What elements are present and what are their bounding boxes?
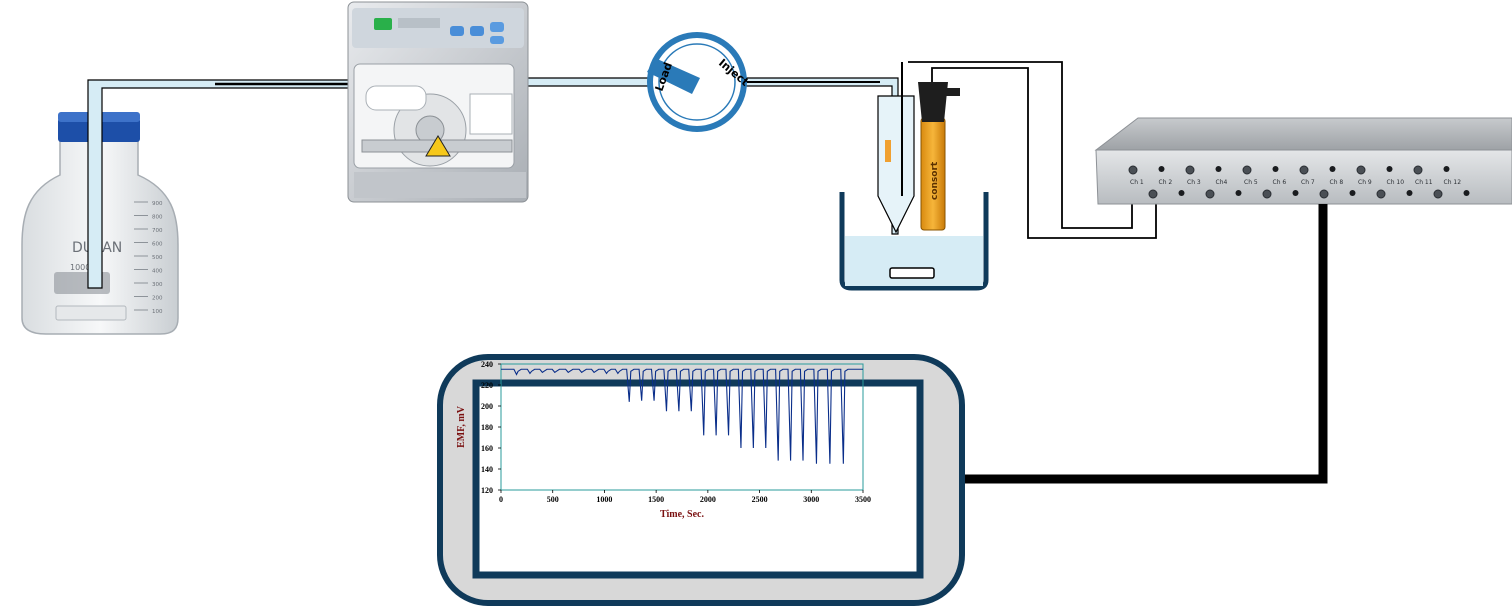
jack-port: [1463, 190, 1470, 196]
channel-label: Ch 12: [1444, 179, 1462, 186]
x-tick-label: 500: [547, 495, 559, 504]
channel-label: Ch 9: [1358, 179, 1372, 186]
y-tick-label: 240: [481, 360, 493, 369]
graduation-label: 700: [152, 228, 163, 234]
y-tick-label: 180: [481, 423, 493, 432]
bottle-graduations: 900 800 700 600 500 400 300 200 100: [134, 201, 163, 315]
pump-button: [450, 26, 464, 36]
graduation-label: 600: [152, 242, 163, 248]
graduation-label: 300: [152, 282, 163, 288]
channel-label: Ch 1: [1130, 179, 1144, 186]
detection-cell: consort: [839, 61, 1157, 291]
bnc-port: [1433, 189, 1443, 199]
graduation-label: 400: [152, 269, 163, 275]
bnc-port: [1319, 189, 1329, 199]
y-tick-label: 120: [481, 486, 493, 495]
channel-label: Ch 5: [1244, 179, 1258, 186]
multichannel-meter: Ch 1 Ch 2 Ch 3 Ch4 Ch 5 Ch 6 Ch 7 Ch 8 Ch 9 Ch 10…: [1094, 117, 1512, 205]
pump-button: [470, 26, 484, 36]
pump-button: [490, 22, 504, 32]
monitor: [437, 354, 965, 606]
x-tick-label: 1500: [648, 495, 664, 504]
beaker: [839, 192, 989, 291]
bottle-volume: 1000: [70, 263, 90, 272]
x-tick-label: 3500: [855, 495, 871, 504]
channel-label: Ch 6: [1273, 179, 1287, 186]
graduation-label: 900: [152, 201, 163, 207]
jack-port: [1349, 190, 1356, 196]
pump-display: [374, 18, 392, 30]
data-cable: [962, 204, 1328, 484]
y-axis-label: EMF, mV: [456, 405, 467, 448]
meter-ports: [1128, 165, 1470, 199]
bnc-port: [1148, 189, 1158, 199]
pump-button: [490, 36, 504, 44]
monitor-screen: [472, 379, 924, 579]
x-axis-label: Time, Sec.: [660, 509, 704, 520]
bnc-port: [1356, 165, 1366, 175]
peristaltic-pump: [347, 1, 529, 203]
channel-label: Ch 2: [1159, 179, 1173, 186]
emf-trace: [501, 368, 863, 464]
bnc-port: [1262, 189, 1272, 199]
bnc-port: [1413, 165, 1423, 175]
jack-port: [1215, 166, 1222, 172]
x-tick-label: 2500: [752, 495, 768, 504]
jack-port: [1386, 166, 1393, 172]
jack-port: [1292, 190, 1299, 196]
electrode-brand: consort: [930, 161, 940, 200]
jack-port: [1235, 190, 1242, 196]
channel-label: Ch 3: [1187, 179, 1201, 186]
meter-channel-labels: Ch 1 Ch 2 Ch 3 Ch4 Ch 5 Ch 6 Ch 7 Ch 8 Ch 9 Ch 10…: [1130, 179, 1461, 186]
y-axis-ticks: 120 140 160 180 200 220 240: [481, 360, 501, 495]
jack-port: [1178, 190, 1185, 196]
warning-icon: [425, 135, 451, 157]
y-tick-label: 140: [481, 465, 493, 474]
electrode-lead-1: [931, 67, 1157, 239]
y-tick-label: 200: [481, 402, 493, 411]
x-tick-label: 0: [499, 495, 503, 504]
jack-port: [1272, 166, 1279, 172]
x-tick-label: 2000: [700, 495, 716, 504]
valve-handle: [647, 58, 700, 94]
x-axis-ticks: 0 500 1000 1500 2000 2500 3000 3500: [499, 490, 871, 504]
graduation-label: 100: [152, 309, 163, 315]
x-tick-label: 1000: [596, 495, 612, 504]
graduation-label: 200: [152, 296, 163, 302]
graduation-label: 500: [152, 255, 163, 261]
jack-port: [1406, 190, 1413, 196]
bnc-port: [1128, 165, 1138, 175]
bnc-port: [1376, 189, 1386, 199]
jack-port: [1443, 166, 1450, 172]
channel-label: Ch 10: [1387, 179, 1405, 186]
bnc-port: [1242, 165, 1252, 175]
channel-label: Ch 7: [1301, 179, 1315, 186]
channel-label: Ch 8: [1330, 179, 1344, 186]
jack-port: [1329, 166, 1336, 172]
graduation-label: 800: [152, 215, 163, 221]
bnc-port: [1299, 165, 1309, 175]
channel-label: Ch 11: [1415, 179, 1433, 186]
electrode-lead-2: [908, 61, 1133, 229]
injection-valve: Load Inject: [647, 32, 751, 132]
bnc-port: [1205, 189, 1215, 199]
x-tick-label: 3000: [803, 495, 819, 504]
sensor-tip: [885, 140, 891, 162]
jack-port: [1158, 166, 1165, 172]
y-tick-label: 220: [481, 381, 493, 390]
bnc-port: [1185, 165, 1195, 175]
channel-label: Ch4: [1216, 179, 1228, 186]
emf-chart: 120 140 160 180 200 220 240 0 500 1000 1500 2000 25…: [456, 360, 871, 520]
flow-through-tube: [877, 95, 915, 234]
stir-bar: [889, 267, 935, 279]
y-tick-label: 160: [481, 444, 493, 453]
